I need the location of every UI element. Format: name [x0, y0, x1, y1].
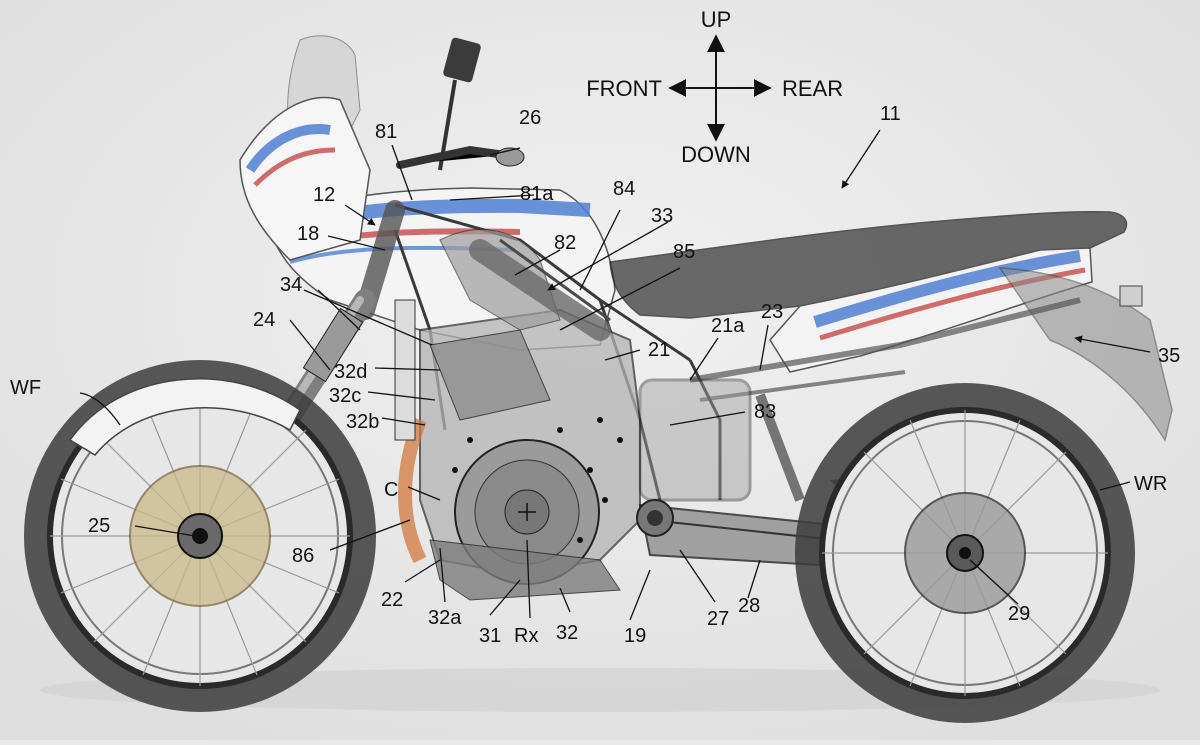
ref-label-26: 26	[519, 107, 541, 129]
crank-axis-marker	[518, 503, 536, 521]
ref-label-81: 81	[375, 121, 397, 143]
ref-label-27: 27	[707, 608, 729, 630]
ref-label-32d: 32d	[334, 361, 367, 383]
front-fairing	[239, 35, 525, 261]
ref-label-81a: 81a	[520, 183, 554, 205]
ref-label-32c: 32c	[329, 385, 361, 407]
ref-label-12: 12	[313, 184, 335, 206]
rear-wheel	[795, 383, 1135, 723]
ref-label-22: 22	[381, 589, 403, 611]
ref-label-33: 33	[651, 205, 673, 227]
ref-label-32a: 32a	[428, 607, 462, 629]
ref-label-32b: 32b	[346, 411, 379, 433]
ref-label-31: 31	[479, 625, 501, 647]
ref-label-86: 86	[292, 545, 314, 567]
ref-label-rx: Rx	[514, 625, 538, 647]
engine	[394, 229, 641, 601]
ref-label-32: 32	[556, 622, 578, 644]
direction-rear-label: REAR	[782, 76, 843, 101]
ref-label-25: 25	[88, 515, 110, 537]
label-rear-wheel: WR	[1134, 473, 1167, 495]
ref-label-18: 18	[297, 223, 319, 245]
ref-label-84: 84	[613, 178, 635, 200]
ref-label-85: 85	[673, 241, 695, 263]
direction-down-label: DOWN	[681, 142, 751, 167]
front-wheel	[24, 360, 376, 712]
ref-label-35: 35	[1158, 345, 1180, 367]
ref-label-29: 29	[1008, 603, 1030, 625]
ref-label-34: 34	[280, 274, 302, 296]
leader-lines	[79, 129, 1151, 621]
label-front-wheel: WF	[10, 377, 41, 399]
ref-label-c: C	[384, 479, 398, 501]
direction-indicator: UP DOWN FRONT REAR	[586, 7, 843, 167]
ref-label-83: 83	[754, 401, 776, 423]
ref-label-24: 24	[253, 309, 275, 331]
ref-label-28: 28	[738, 595, 760, 617]
ref-label-11: 11	[880, 103, 901, 125]
ref-label-21: 21	[648, 339, 670, 361]
ref-label-82: 82	[554, 232, 576, 254]
reference-labels: 11 12 18 81 26 81a 84 33 82 85 21a 23 21…	[10, 103, 1180, 647]
ref-label-19: 19	[624, 625, 646, 647]
ref-label-21a: 21a	[711, 315, 745, 337]
ref-label-23: 23	[761, 301, 783, 323]
direction-up-label: UP	[701, 7, 732, 32]
direction-front-label: FRONT	[586, 76, 662, 101]
